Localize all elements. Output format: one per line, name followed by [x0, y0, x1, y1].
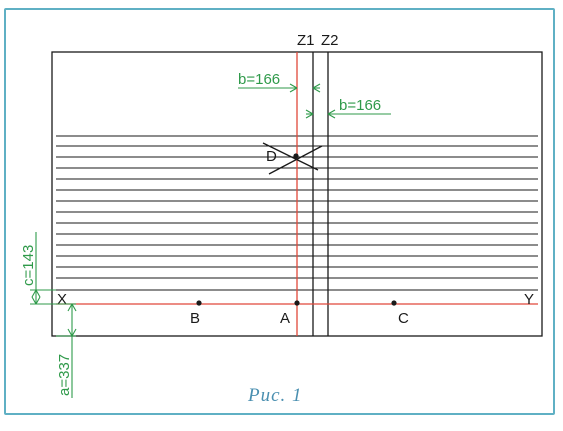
label-c: C: [398, 310, 409, 327]
label-x: X: [57, 291, 67, 308]
dim-c: c=143: [20, 245, 37, 286]
dim-b-top: b=166: [238, 71, 280, 88]
label-z1: Z1: [297, 32, 315, 49]
dim-a: a=337: [56, 354, 73, 396]
label-a: A: [280, 310, 290, 327]
cross-line: [262, 142, 319, 171]
label-z2: Z2: [321, 32, 339, 49]
dimension-c: [30, 232, 56, 305]
dim-b-mid: b=166: [339, 97, 381, 114]
point-a: [294, 300, 300, 306]
point-c: [391, 300, 397, 306]
label-y: Y: [524, 291, 534, 308]
label-d: D: [266, 148, 277, 165]
dimension-a: [56, 303, 77, 398]
dimension-b-mid: [305, 109, 391, 119]
point-b: [196, 300, 202, 306]
cross-line: [268, 145, 323, 175]
point-d: [293, 153, 299, 159]
label-b: B: [190, 310, 200, 327]
dimension-b-top: [238, 83, 321, 93]
figure-caption: Рис. 1: [247, 385, 303, 406]
